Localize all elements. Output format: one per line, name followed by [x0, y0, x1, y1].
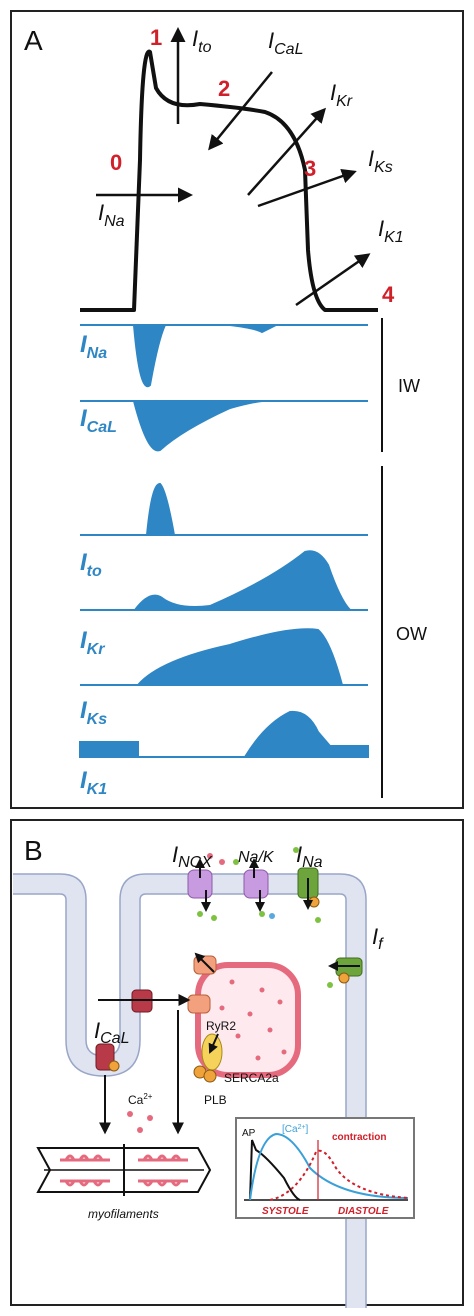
- ion-dots: [127, 847, 333, 1133]
- myofilaments: [36, 1144, 212, 1196]
- inset-ap-label: AP: [242, 1128, 256, 1139]
- ikr-arrow: [247, 107, 326, 196]
- trace-iks: [135, 628, 344, 686]
- ina-channel-label: INa: [296, 842, 323, 871]
- trace-label-iks: IKs: [80, 697, 107, 728]
- inset-ca-label: [Ca2+]: [282, 1124, 309, 1135]
- inset-ca-trace: [249, 1132, 409, 1201]
- inset-contraction-trace: [269, 1149, 409, 1201]
- panel-b-letter: B: [24, 835, 43, 866]
- ical-arrow: [208, 71, 273, 151]
- phase-1-label: 1: [150, 25, 162, 50]
- sarcolemma-membrane: [13, 873, 367, 1308]
- serca-label: SERCA2a: [224, 1071, 279, 1085]
- current-traces: [79, 324, 369, 758]
- ina-label: INa: [98, 200, 125, 230]
- trace-label-ito: Ito: [80, 549, 102, 580]
- trace-ical: [132, 400, 263, 452]
- ito-label: Ito: [192, 26, 212, 56]
- myofilaments-label: myofilaments: [88, 1207, 159, 1221]
- trace-ina: [132, 324, 167, 388]
- serca-arrow: [208, 1033, 219, 1054]
- panel-a-frame: [10, 10, 464, 809]
- inset-plot: AP [Ca2+] contraction SYSTOLE DIASTOLE: [235, 1117, 415, 1219]
- trace-label-ikr: IKr: [80, 627, 105, 658]
- phase-4-label: 4: [382, 282, 395, 307]
- iks-arrow: [257, 168, 357, 208]
- phase-2-label: 2: [218, 76, 230, 101]
- inset-ap-trace: [249, 1139, 301, 1201]
- trace-label-ik1: IK1: [80, 767, 107, 798]
- sr-calcium-dots: [219, 979, 287, 1061]
- phase-0-label: 0: [110, 150, 122, 175]
- inset-systole-label: SYSTOLE: [262, 1206, 309, 1217]
- iks-label: IKs: [368, 146, 393, 176]
- panel-b: B: [10, 819, 464, 1308]
- trace-ito: [145, 483, 176, 536]
- trace-ikr: [132, 550, 353, 611]
- ik1-arrow: [295, 253, 371, 307]
- nak-pump: [243, 869, 269, 899]
- ryr2-label: RyR2: [206, 1019, 236, 1033]
- nak-label: Na/K: [238, 849, 275, 866]
- plb-label: PLB: [204, 1093, 227, 1107]
- ical-label: ICaL: [268, 28, 303, 58]
- panel-a: A 0 1 2 3 4 INa Ito ICaL IKr IKs IK1: [10, 10, 464, 809]
- ltcc-channel: [95, 1043, 120, 1072]
- panel-a-letter: A: [24, 25, 43, 56]
- ical-channel-label: ICaL: [94, 1018, 129, 1047]
- ikr-label: IKr: [330, 80, 353, 110]
- sarcoplasmic-reticulum: [195, 962, 301, 1078]
- inset-frame: [235, 1117, 415, 1219]
- ca-label: Ca2+: [128, 1092, 153, 1107]
- ow-label: OW: [396, 624, 427, 644]
- trace-ina-late: [229, 324, 277, 334]
- trace-label-ina: INa: [80, 331, 107, 362]
- action-potential-curve: [80, 49, 378, 312]
- inset-diastole-label: DIASTOLE: [338, 1206, 389, 1217]
- ik1-label: IK1: [378, 216, 404, 246]
- inset-contraction-label: contraction: [332, 1132, 386, 1143]
- iw-label: IW: [398, 376, 420, 396]
- phase-3-label: 3: [304, 156, 316, 181]
- incx-label: INCX: [172, 842, 213, 871]
- if-label: If: [372, 924, 384, 953]
- trace-label-ical: ICaL: [80, 405, 117, 436]
- trace-ik1: [79, 710, 369, 758]
- ryr-arrow: [194, 952, 215, 973]
